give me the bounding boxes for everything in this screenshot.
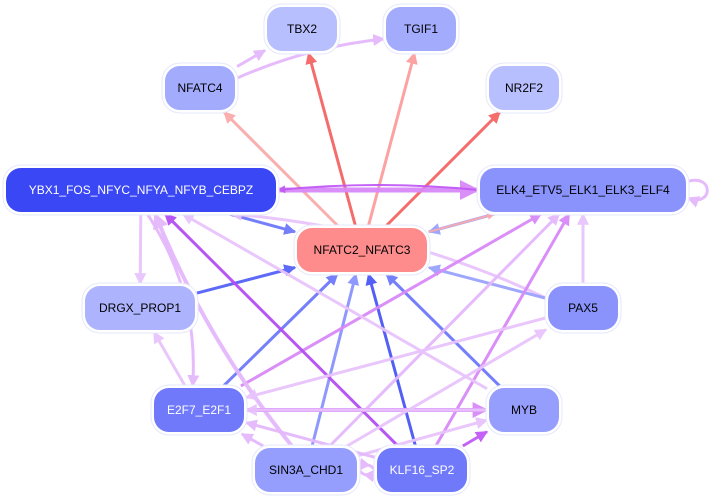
node-label: NR2F2	[505, 81, 543, 95]
node-box	[154, 388, 244, 432]
node-nfatc4[interactable]: NFATC4	[161, 62, 239, 114]
node-box	[548, 286, 618, 330]
edge-myb-to-ybx1	[181, 212, 488, 391]
node-box	[386, 7, 456, 51]
node-tbx2[interactable]: TBX2	[263, 3, 341, 55]
edge-pax5-to-nfatc2	[427, 264, 547, 300]
node-label: TBX2	[287, 22, 317, 36]
edge-nfatc2-to-tbx2	[305, 51, 357, 227]
edge-elk4-to-ybx1	[277, 184, 479, 194]
edge-sin3a-to-nfatc2	[310, 272, 360, 447]
node-label: YBX1_FOS_NFYC_NFYA_NFYB_CEBPZ	[29, 183, 254, 197]
node-label: TGIF1	[404, 22, 438, 36]
node-tgif1[interactable]: TGIF1	[382, 3, 460, 55]
edge-e2f7-to-drgx	[152, 330, 187, 387]
node-label: NFATC2_NFATC3	[314, 243, 411, 257]
node-box	[165, 66, 235, 110]
node-box	[377, 448, 467, 492]
node-box	[489, 388, 559, 432]
edge-drgx-to-nfatc2	[196, 264, 297, 295]
node-label: MYB	[511, 403, 537, 417]
edge-nfatc2-to-elk4	[428, 212, 496, 233]
node-label: KLF16_SP2	[390, 463, 455, 477]
node-box	[489, 66, 559, 110]
node-label: DRGX_PROP1	[99, 301, 181, 315]
edge-sin3a-to-klf16	[357, 469, 377, 483]
edges-layer	[134, 34, 709, 483]
node-e2f7[interactable]: E2F7_E2F1	[150, 384, 248, 436]
node-label: E2F7_E2F1	[167, 403, 231, 417]
edge-elk4-to-elk4	[685, 178, 709, 208]
edge-klf16-to-myb	[462, 430, 489, 448]
edge-klf16-to-sin3a	[357, 457, 377, 471]
edge-sin3a-to-ybx1	[153, 212, 294, 448]
edge-klf16-to-ybx1	[164, 212, 399, 448]
node-pax5[interactable]: PAX5	[544, 282, 622, 334]
edge-nfatc4-to-tbx2	[236, 49, 267, 68]
node-label: PAX5	[568, 301, 598, 315]
edge-pax5-to-e2f7	[244, 316, 547, 401]
edge-e2f7-to-elk4	[240, 212, 543, 388]
node-elk4[interactable]: ELK4_ETV5_ELK1_ELK3_ELF4	[476, 164, 690, 216]
edge-sin3a-to-elk4	[328, 212, 561, 448]
node-box	[255, 448, 357, 492]
node-drgx[interactable]: DRGX_PROP1	[81, 282, 199, 334]
node-nfatc2[interactable]: NFATC2_NFATC3	[293, 224, 431, 276]
node-myb[interactable]: MYB	[485, 384, 563, 436]
node-box	[297, 228, 427, 272]
edge-sin3a-to-e2f7	[240, 432, 264, 448]
edge-sin3a-to-pax5	[346, 328, 548, 448]
node-box	[85, 286, 195, 330]
node-box	[480, 168, 686, 212]
node-box	[6, 168, 276, 212]
node-label: ELK4_ETV5_ELK1_ELK3_ELF4	[496, 183, 670, 197]
edge-ybx1-to-drgx	[134, 213, 147, 286]
node-label: NFATC4	[177, 81, 222, 95]
edge-nfatc2-to-nr2f2	[384, 110, 502, 228]
node-klf16[interactable]: KLF16_SP2	[373, 444, 471, 496]
edge-nfatc2-to-nfatc4	[222, 110, 340, 228]
node-sin3a[interactable]: SIN3A_CHD1	[251, 444, 361, 496]
edge-nfatc2-to-tgif1	[366, 51, 418, 227]
node-nr2f2[interactable]: NR2F2	[485, 62, 563, 114]
node-label: SIN3A_CHD1	[269, 463, 343, 477]
node-box	[267, 7, 337, 51]
node-ybx1[interactable]: YBX1_FOS_NFYC_NFYA_NFYB_CEBPZ	[2, 164, 280, 216]
